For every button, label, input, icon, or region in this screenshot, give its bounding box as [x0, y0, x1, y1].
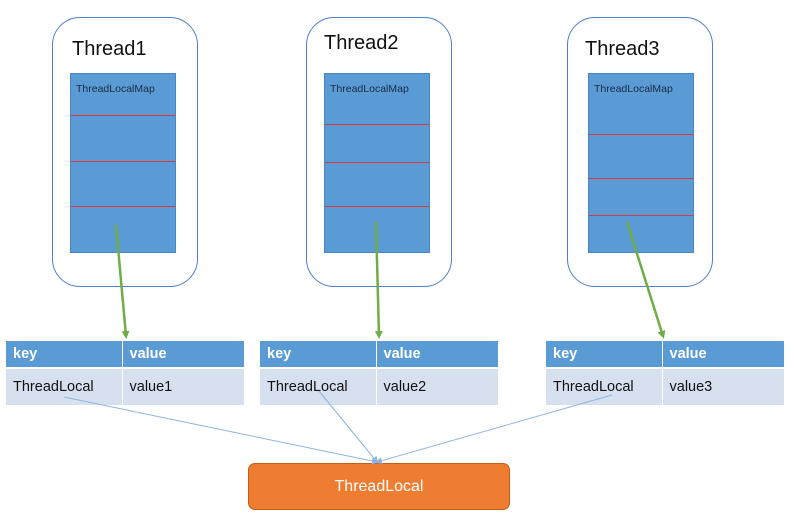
key-header: key	[6, 341, 122, 368]
key-cell: ThreadLocal	[260, 368, 376, 405]
threadlocal-node: ThreadLocal	[248, 463, 510, 510]
thread-box-2: Thread2 ThreadLocalMap	[306, 17, 452, 287]
value-cell: value3	[661, 368, 784, 405]
map-row-divider	[325, 206, 429, 207]
table-row: ThreadLocal value3	[546, 368, 784, 405]
map-row-divider	[325, 124, 429, 125]
value-header: value	[121, 341, 244, 368]
map-row-divider	[589, 215, 693, 216]
key-cell: ThreadLocal	[546, 368, 662, 405]
value-cell: value1	[121, 368, 244, 405]
table-row: ThreadLocal value2	[260, 368, 498, 405]
value-header: value	[661, 341, 784, 368]
key-header: key	[546, 341, 662, 368]
map-label: ThreadLocalMap	[76, 83, 155, 95]
map-row-divider	[589, 178, 693, 179]
key-cell: ThreadLocal	[6, 368, 122, 405]
thread-title: Thread2	[324, 32, 399, 54]
thread-local-map: ThreadLocalMap	[70, 73, 176, 253]
key-to-threadlocal-link	[63, 396, 379, 465]
map-row-divider	[71, 206, 175, 207]
value-cell: value2	[375, 368, 498, 405]
entry-table-1: key value ThreadLocal value1	[6, 341, 244, 405]
value-header: value	[375, 341, 498, 368]
thread-box-3: Thread3 ThreadLocalMap	[567, 17, 713, 287]
thread-title: Thread3	[585, 38, 660, 60]
thread-box-1: Thread1 ThreadLocalMap	[52, 17, 198, 287]
entry-table-3: key value ThreadLocal value3	[546, 341, 784, 405]
map-row-divider	[71, 115, 175, 116]
map-row-divider	[589, 134, 693, 135]
entry-table-2: key value ThreadLocal value2	[260, 341, 498, 405]
key-header: key	[260, 341, 376, 368]
map-label: ThreadLocalMap	[330, 83, 409, 95]
thread-local-map: ThreadLocalMap	[324, 73, 430, 253]
map-row-divider	[71, 161, 175, 162]
thread-local-map: ThreadLocalMap	[588, 73, 694, 253]
table-row: ThreadLocal value1	[6, 368, 244, 405]
key-to-threadlocal-link	[375, 394, 613, 464]
map-row-divider	[325, 162, 429, 163]
map-label: ThreadLocalMap	[594, 83, 673, 95]
thread-title: Thread1	[72, 38, 147, 60]
